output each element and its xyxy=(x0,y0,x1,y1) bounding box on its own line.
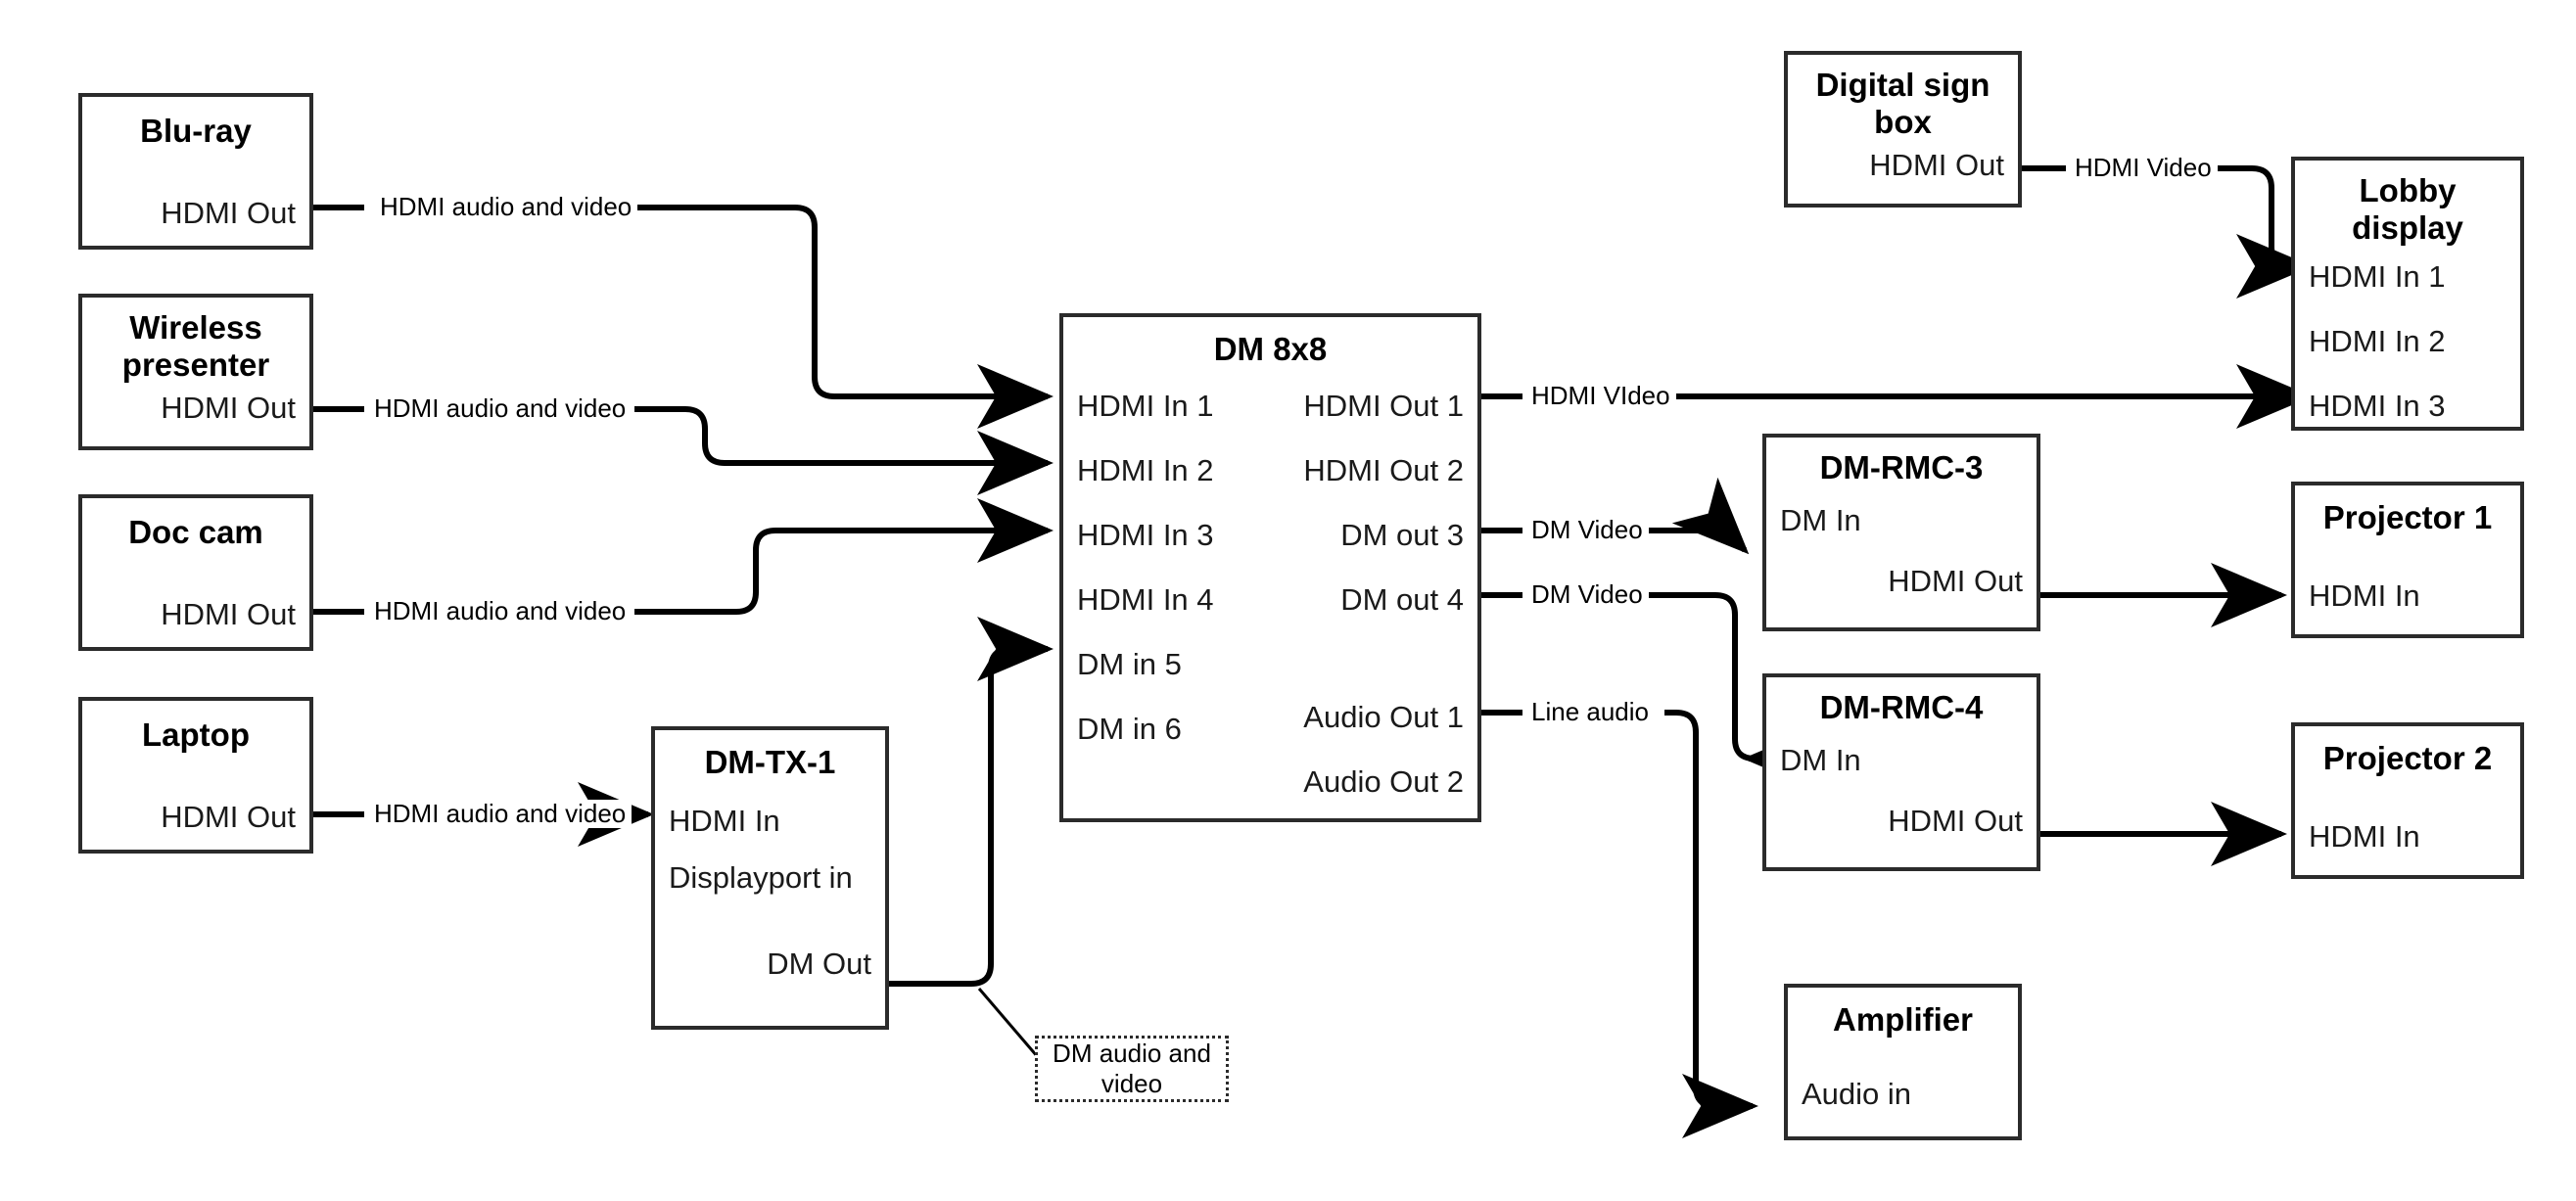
node-digital-sign-box-title: Digital sign box xyxy=(1815,67,1991,140)
port-dm-out-3: DM out 3 xyxy=(1340,517,1464,552)
node-doc-cam-title: Doc cam xyxy=(128,514,263,550)
node-dm-8x8-title: DM 8x8 xyxy=(1213,331,1328,367)
port-audio-out-2: Audio Out 2 xyxy=(1303,763,1464,799)
port-hdmi-out-1: HDMI Out 1 xyxy=(1303,388,1464,423)
port-hdmi-in-3: HDMI In 3 xyxy=(1077,517,1214,552)
node-dm-rmc-4-port-hdmi-out: HDMI Out xyxy=(1888,804,2023,839)
node-amplifier-port-audio-in: Audio in xyxy=(1802,1076,1912,1111)
node-bluray-port-hdmi-out: HDMI Out xyxy=(161,195,296,230)
node-dm-tx-1-port-hdmi-in: HDMI In xyxy=(669,803,780,838)
node-projector-2-title: Projector 2 xyxy=(2322,740,2493,776)
edge-label-dm-out-3-to-rmc3: DM Video xyxy=(1525,516,1649,544)
port-hdmi-in-1: HDMI In 1 xyxy=(1077,388,1214,423)
node-projector-1-title: Projector 1 xyxy=(2322,499,2493,535)
node-lobby-display[interactable]: Lobby display HDMI In 1 HDMI In 2 HDMI I… xyxy=(2291,157,2524,431)
node-laptop[interactable]: Laptop HDMI Out xyxy=(78,697,313,854)
port-dm-in-6: DM in 6 xyxy=(1077,711,1182,746)
node-dm-8x8[interactable]: DM 8x8 HDMI In 1 HDMI In 2 HDMI In 3 HDM… xyxy=(1059,313,1481,822)
node-bluray[interactable]: Blu-ray HDMI Out xyxy=(78,93,313,250)
edge-label-signbox-to-lobby: HDMI Video xyxy=(2069,154,2218,182)
callout-text: DM audio and video xyxy=(1053,1038,1211,1098)
node-laptop-port-hdmi-out: HDMI Out xyxy=(161,799,296,834)
port-hdmi-in-2: HDMI In 2 xyxy=(1077,452,1214,487)
edge-label-dm-out-4-to-rmc4: DM Video xyxy=(1525,580,1649,609)
node-wireless-presenter[interactable]: Wireless presenter HDMI Out xyxy=(78,294,313,450)
node-lobby-display-port-hdmi-in-3: HDMI In 3 xyxy=(2309,389,2446,424)
edge-label-bluray-to-hdmi-in-1: HDMI audio and video xyxy=(374,193,638,221)
node-projector-2-port-hdmi-in: HDMI In xyxy=(2309,818,2420,854)
edge-label-audio-out-1-to-amplifier: Line audio xyxy=(1525,698,1655,726)
node-dm-rmc-4-title: DM-RMC-4 xyxy=(1819,689,1984,725)
edge-label-wireless-to-hdmi-in-2: HDMI audio and video xyxy=(368,394,632,423)
node-dm-rmc-3-title: DM-RMC-3 xyxy=(1819,449,1984,485)
node-doc-cam-port-hdmi-out: HDMI Out xyxy=(161,596,296,631)
node-dm-rmc-3[interactable]: DM-RMC-3 DM In HDMI Out xyxy=(1762,434,2040,631)
node-projector-1-port-hdmi-in: HDMI In xyxy=(2309,577,2420,613)
node-amplifier-title: Amplifier xyxy=(1832,1001,1974,1038)
node-dm-rmc-3-port-dm-in: DM In xyxy=(1780,502,1861,537)
node-dm-rmc-4[interactable]: DM-RMC-4 DM In HDMI Out xyxy=(1762,673,2040,871)
node-lobby-display-port-hdmi-in-2: HDMI In 2 xyxy=(2309,323,2446,358)
node-amplifier[interactable]: Amplifier Audio in xyxy=(1784,984,2022,1140)
node-wireless-presenter-port-hdmi-out: HDMI Out xyxy=(161,390,296,425)
node-dm-rmc-4-port-dm-in: DM In xyxy=(1780,742,1861,777)
node-lobby-display-title: Lobby display xyxy=(2352,172,2463,246)
callout-dm-audio-and-video: DM audio and video xyxy=(1035,1036,1229,1102)
edge-label-doccam-to-hdmi-in-3: HDMI audio and video xyxy=(368,597,632,625)
port-audio-out-1: Audio Out 1 xyxy=(1303,699,1464,734)
node-dm-rmc-3-port-hdmi-out: HDMI Out xyxy=(1888,564,2023,599)
node-projector-1[interactable]: Projector 1 HDMI In xyxy=(2291,482,2524,638)
node-bluray-title: Blu-ray xyxy=(140,113,252,149)
port-dm-out-4: DM out 4 xyxy=(1340,581,1464,617)
node-dm-tx-1[interactable]: DM-TX-1 HDMI In Displayport in DM Out xyxy=(651,726,889,1030)
node-dm-tx-1-port-displayport-in: Displayport in xyxy=(669,860,853,896)
edge-label-hdmi-out-1-to-lobby: HDMI VIdeo xyxy=(1525,382,1676,410)
node-dm-tx-1-title: DM-TX-1 xyxy=(704,744,836,780)
node-laptop-title: Laptop xyxy=(142,716,250,753)
node-projector-2[interactable]: Projector 2 HDMI In xyxy=(2291,722,2524,879)
port-hdmi-out-2: HDMI Out 2 xyxy=(1303,452,1464,487)
node-lobby-display-port-hdmi-in-1: HDMI In 1 xyxy=(2309,258,2446,294)
port-dm-in-5: DM in 5 xyxy=(1077,646,1182,681)
edge-label-laptop-to-dm-tx-1: HDMI audio and video xyxy=(368,800,632,828)
node-wireless-presenter-title: Wireless presenter xyxy=(121,309,270,383)
node-digital-sign-box-port-hdmi-out: HDMI Out xyxy=(1869,147,2004,182)
node-dm-tx-1-port-dm-out: DM Out xyxy=(767,947,871,982)
node-doc-cam[interactable]: Doc cam HDMI Out xyxy=(78,494,313,651)
port-hdmi-in-4: HDMI In 4 xyxy=(1077,581,1214,617)
node-digital-sign-box[interactable]: Digital sign box HDMI Out xyxy=(1784,51,2022,208)
